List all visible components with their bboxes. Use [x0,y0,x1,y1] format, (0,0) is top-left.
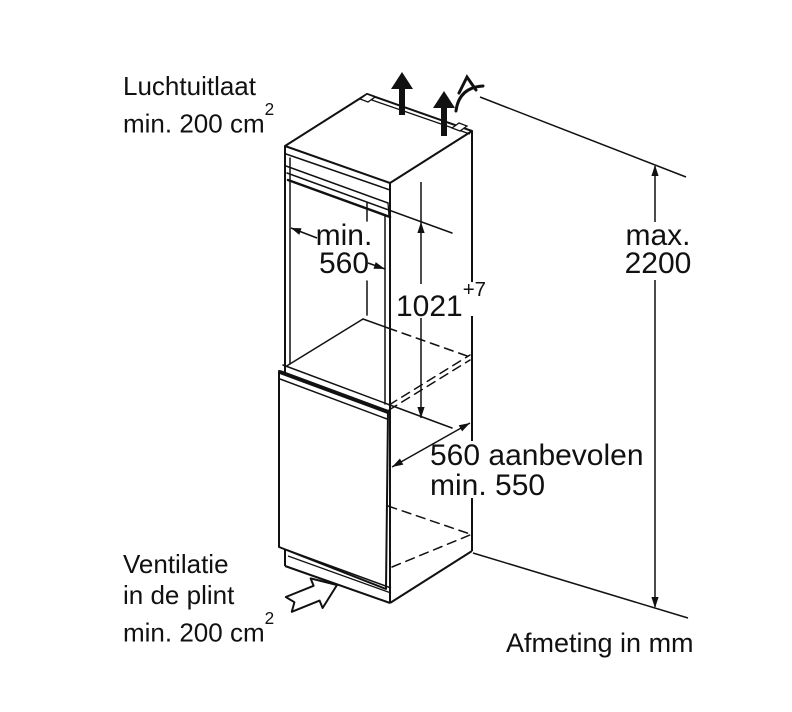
extension-line-bottom [472,552,689,619]
arrowhead-down [651,597,659,608]
units-note: Afmeting in mm [506,628,694,658]
top-panel-front-line [285,153,391,191]
depth-dimension-label: 560 aanbevolen min. 550 [430,441,644,501]
air-slot-upper-line [285,165,389,204]
niche-width-line1: min. [315,219,373,252]
airflow-arrows [391,72,455,136]
rear-notch-left [358,93,377,103]
plinth-vent-line1: Ventilatie [123,549,229,579]
air-outlet-label: Luchtuitlaat min. 200 cm2 [123,71,274,140]
plinth-recess [286,549,392,594]
plinth-top-front-edge-inner [287,555,392,594]
air-outlet-label-line1: Luchtuitlaat [123,71,256,101]
door-top-edge-thick [279,370,389,414]
dim-depth [391,422,471,468]
dim-niche-width [290,227,386,270]
niche-height-value: 1021 [396,290,463,323]
max-height-line2: 2200 [624,247,692,280]
arrowhead-up [651,165,659,176]
niche-floor-right-edge-hidden [388,354,471,411]
arrowhead-down [417,407,425,418]
airflow-up-arrow-icon [391,72,413,115]
air-deflect-icon [454,74,485,113]
plinth-vent-label: Ventilatie in de plint min. 200 cm2 [123,549,274,649]
niche-floor-back-edge [362,318,389,329]
max-height-dimension-label: max. 2200 [614,219,702,280]
arrowhead-up [417,222,425,233]
plinth-top-front-edge [286,549,392,589]
rear-notch-right [450,122,469,132]
right-bottom-edge [389,550,473,604]
right-face [390,131,472,603]
niche-ceiling-line-extended [286,172,453,234]
bottom-back-edge-hidden [387,505,471,535]
dim-niche-height [417,182,425,418]
niche-floor-left-edge [284,318,364,368]
air-slot-end-cap [387,202,390,217]
door-top-edge-inner [279,378,388,420]
niche-ceiling-bottom [286,178,392,219]
niche-width-line2: 560 [318,247,370,280]
niche-height-dimension-label: 1021+7 [396,279,486,323]
plinth-vent-arrow-icon [284,577,338,613]
dim-max-height [472,96,689,619]
niche-interior [282,153,471,568]
plinth-vent-line3: min. 200 cm2 [123,608,275,648]
max-height-line1: max. [625,219,691,252]
arrowhead-left [291,228,302,235]
niche-floor-back-edge-hidden [387,327,471,358]
dim-line [391,422,471,468]
airflow-up-arrow-icon [433,91,455,136]
niche-height-tolerance: +7 [462,279,486,302]
depth-line2: min. 550 [430,469,546,502]
appliance-door [278,370,389,590]
depth-line1: 560 aanbevolen [430,439,644,472]
arrowhead-front [392,458,404,467]
extension-line-top [479,96,687,178]
plinth-vent-line2: in de plint [123,580,235,610]
air-outlet-label-line2: min. 200 cm2 [123,99,275,139]
arrowhead-right [373,262,385,269]
niche-width-dimension-label: min. 560 [301,219,387,280]
arrowhead-back [458,423,470,432]
